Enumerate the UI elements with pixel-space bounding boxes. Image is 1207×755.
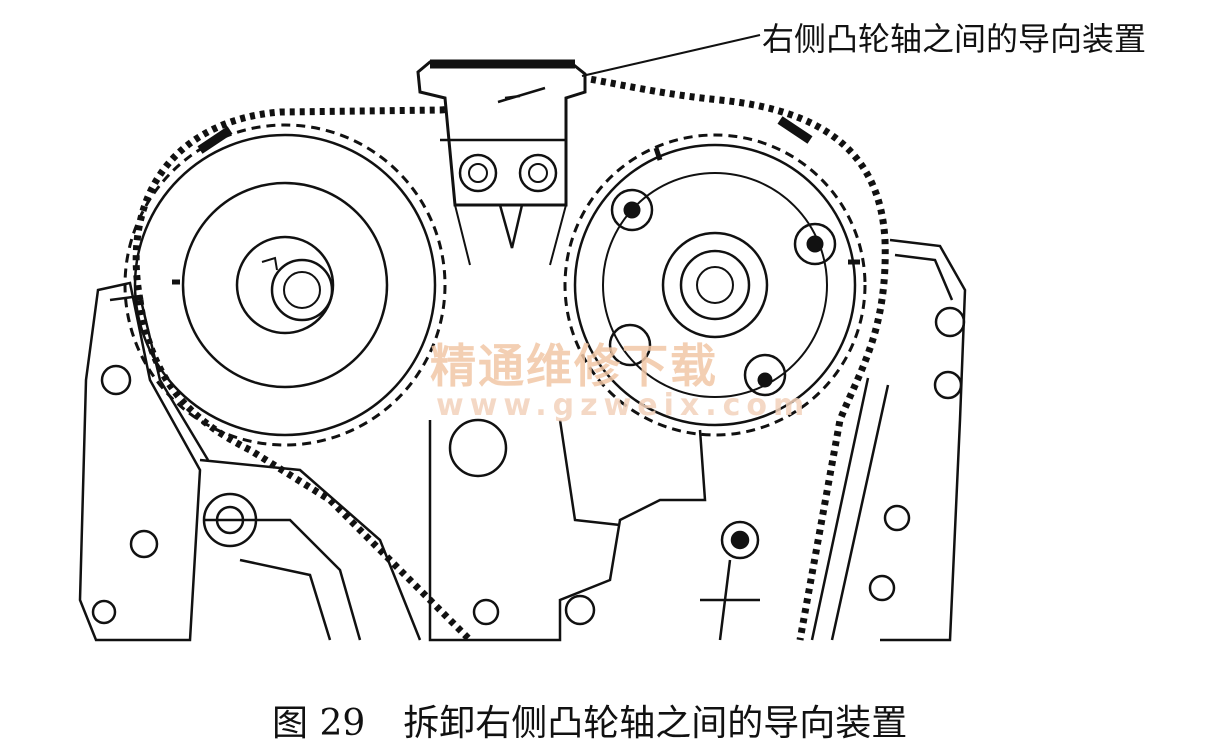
callout-label: 右侧凸轮轴之间的导向装置	[762, 20, 1147, 58]
callout-leader	[581, 34, 761, 77]
camshaft-chain-guide	[416, 59, 587, 266]
engine-block-outline	[78, 238, 967, 642]
timing-chain	[132, 68, 889, 643]
figure-caption: 图 29 拆卸右侧凸轮轴之间的导向装置	[272, 694, 907, 746]
figure-number: 图 29	[272, 703, 366, 744]
watermark-url: www.gzweix.com	[436, 388, 811, 423]
left-camshaft-sprocket	[123, 123, 447, 447]
figure-caption-text: 拆卸右侧凸轮轴之间的导向装置	[403, 703, 908, 744]
right-camshaft-sprocket	[563, 133, 867, 437]
watermark-title: 精通维修下载	[430, 339, 718, 393]
